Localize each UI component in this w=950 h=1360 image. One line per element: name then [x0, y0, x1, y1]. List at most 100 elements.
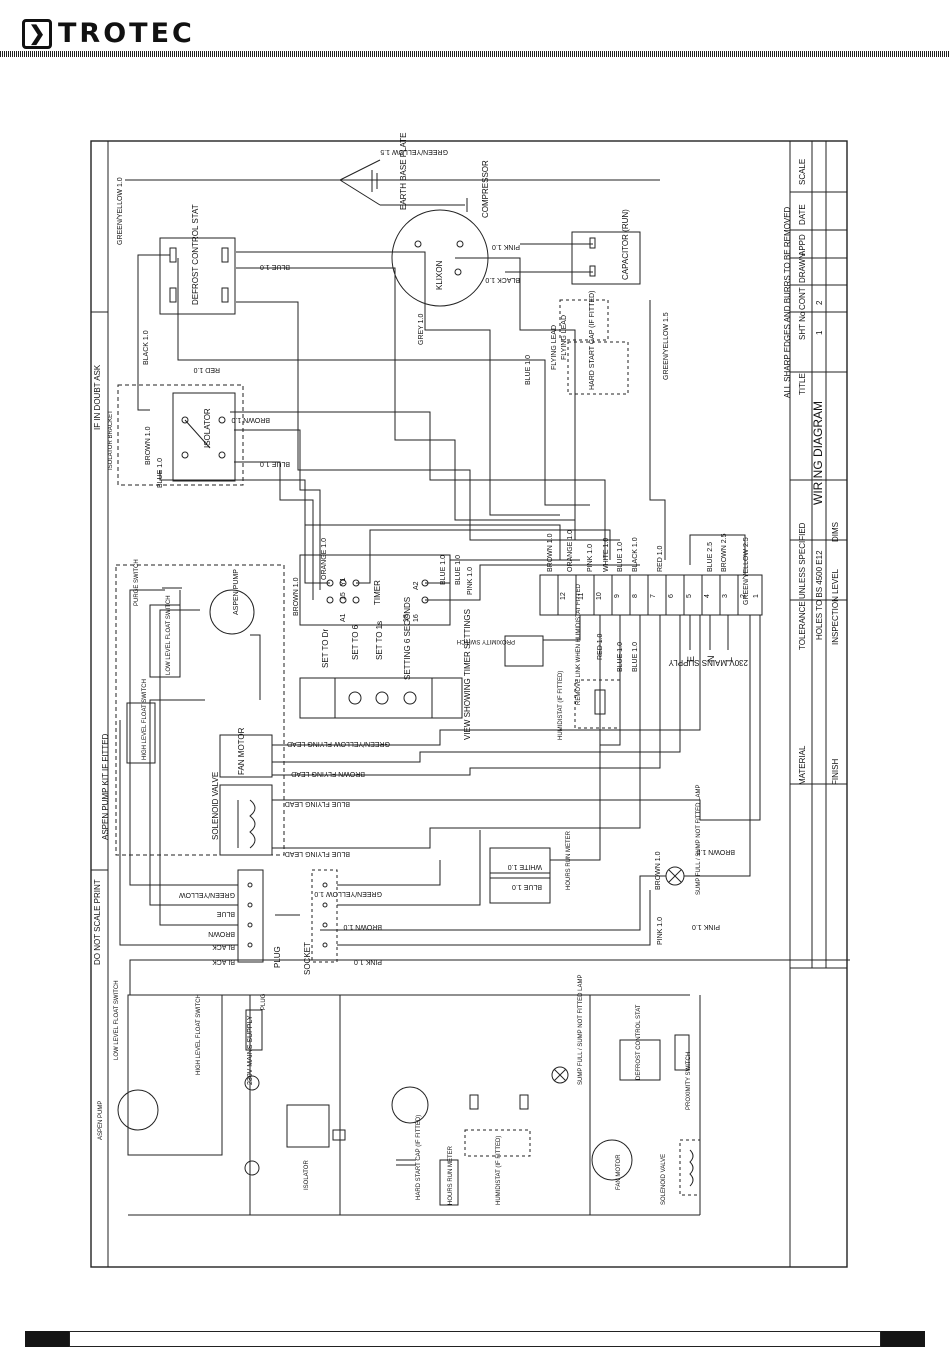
- wire-label-red-3: RED 1.0: [597, 633, 604, 660]
- wire-white-meter: WHITE 1.0: [508, 863, 542, 870]
- wire-label-brown-2: BROWN 1.0: [231, 416, 270, 423]
- wire-pink-socket: PINK 1.0: [354, 958, 382, 965]
- earth-label: EARTH BASE PLATE: [399, 132, 408, 210]
- drawn-label: DRAWN: [798, 253, 807, 283]
- wire-blue-flying: BLUE FLYING LEAD: [285, 800, 350, 807]
- isolator-lower: ISOLATOR: [304, 1160, 310, 1190]
- wire-label-gy15-2: GREEN/YELLOW 1.5: [663, 312, 670, 380]
- socket-box: [311, 869, 338, 963]
- terminal-6: 6: [668, 594, 675, 598]
- isolator-label: ISOLATOR: [203, 408, 212, 448]
- wire-black-plug: BLACK: [212, 943, 235, 950]
- page-footer: [25, 1331, 925, 1347]
- plug-label: PLUG: [273, 946, 282, 968]
- solenoid-box: [219, 784, 273, 856]
- wire-label-black-3: BLACK 1.0: [632, 537, 639, 572]
- header-divider: [0, 51, 950, 57]
- compressor-label: COMPRESSOR: [481, 160, 490, 218]
- terminal-1: 1: [753, 594, 760, 598]
- wire-label-brown-3: BROWN 1.0: [293, 577, 300, 616]
- socket-label: SOCKET: [303, 942, 312, 975]
- wire-label-blue-4: BLUE 1.0: [260, 460, 290, 467]
- wire-label-pink-2: PINK 1.0: [467, 567, 474, 595]
- hard-start-lower: HARD START CAP (IF FITTED): [416, 1115, 422, 1200]
- wire-label-brown-4: BROWN 1.0: [547, 533, 554, 572]
- diagram-title: WIRING DIAGRAM: [811, 401, 825, 505]
- terminal-2: 2: [740, 594, 747, 598]
- flying-lead-2: FLYING LEAD: [561, 315, 568, 360]
- sharp-edges-note: ALL SHARP EDGES AND BURRS TO BE REMOVED: [783, 206, 792, 398]
- wire-label-blue: BLUE 1.0: [157, 458, 164, 488]
- terminal-5: 5: [686, 594, 693, 598]
- mains-e: E: [686, 656, 696, 662]
- mains-n: N: [706, 656, 716, 663]
- footer-bar: [69, 1331, 881, 1347]
- wire-label-blue-5: BLUE 1.0: [440, 555, 447, 585]
- hard-start-label: HARD START CAP (IF FITTED): [589, 291, 596, 390]
- wire-brown-lamp-2: BROWN 1.0: [655, 851, 662, 890]
- wire-label-brown: BROWN 1.0: [145, 426, 152, 465]
- title-block: [789, 141, 847, 1267]
- purge-switch-label: PURGE SWITCH: [134, 559, 140, 606]
- aspen-pump-label: ASPEN PUMP: [233, 569, 240, 615]
- wire-brown-socket: BROWN 1.0: [343, 923, 382, 930]
- aspen-lower: ASPEN PUMP: [98, 1101, 104, 1140]
- wire-gy-plug: GREEN/YELLOW: [179, 891, 235, 898]
- date-label: DATE: [798, 204, 807, 225]
- set-1s-label: SET TO 1s: [375, 621, 384, 660]
- defrost-stat-label: DEFROST CONTROL STAT: [191, 204, 200, 305]
- terminal-12: 12: [560, 592, 567, 600]
- wire-brown-plug: BROWN: [208, 930, 235, 937]
- set-dr-label: SET TO Dr: [321, 629, 330, 668]
- material-label: MATERIAL: [798, 745, 807, 785]
- timer-y1: Y1: [340, 577, 347, 586]
- footer-left-block: [25, 1331, 69, 1347]
- capacitor-box: [571, 231, 641, 285]
- timer-16: 16: [413, 614, 420, 622]
- aspen-kit-box: [115, 564, 285, 856]
- sht-no-label: SHT No: [798, 311, 807, 340]
- wire-label-black: BLACK 1.0: [143, 330, 150, 365]
- wire-gy-flying: GREEN/YELLOW FLYING LEAD: [287, 740, 390, 747]
- wire-label-white: WHITE 1.0: [603, 538, 610, 572]
- wire-pink-lamp-2: PINK 1.0: [657, 917, 664, 945]
- wire-label-blue-2: BLUE 1.0: [525, 355, 532, 385]
- sump-lamp-label: SUMP FULL / SUMP NOT FITTED LAMP: [696, 785, 702, 895]
- wire-brown-flying: BROWN FLYING LEAD: [291, 770, 365, 777]
- terminal-numbers: 12 11 10 9 8 7 6 5 4 3 2 1 E N L A1 15 Y…: [340, 577, 760, 662]
- diagram-labels: GREEN/YELLOW 1.5 GREEN/YELLOW 1.0 BLACK …: [93, 132, 750, 1205]
- footer-right-block: [881, 1331, 925, 1347]
- capacitor-label: CAPACITOR (RUN): [621, 209, 630, 280]
- terminal-block: [539, 574, 763, 616]
- low-float-lower: LOW LEVEL FLOAT SWITCH: [114, 980, 120, 1060]
- defrost-lower: DEFROST CONTROL STAT: [636, 1004, 642, 1080]
- high-float-label: HIGH LEVEL FLOAT SWITCH: [142, 679, 148, 760]
- wire-label-orange: ORANGE 1.0: [321, 538, 328, 580]
- wire-label-gy25: GREEN/YELLOW 2.5: [743, 537, 750, 605]
- timer-label: TIMER: [373, 580, 382, 605]
- defrost-stat-box: [159, 237, 236, 315]
- fan-motor-box: [219, 734, 273, 778]
- aspen-pump-circle: [209, 589, 255, 635]
- note-if-in-doubt: IF IN DOUBT ASK: [93, 364, 102, 430]
- terminal-8: 8: [632, 594, 639, 598]
- terminal-3: 3: [722, 594, 729, 598]
- finish-label: FINISH: [831, 759, 840, 785]
- wire-label-red: RED 1.0: [193, 366, 220, 373]
- trotec-logo: ❯ TROTEC: [22, 18, 195, 49]
- wire-label-blue-6: BLUE 1.0: [455, 555, 462, 585]
- wire-blue-plug: BLUE: [216, 910, 235, 917]
- timer-a2: A2: [413, 581, 420, 590]
- isolator-lower-box: [286, 1104, 330, 1148]
- klixon-label: KLIXON: [435, 260, 444, 290]
- terminal-11: 11: [578, 593, 585, 600]
- note-isolator-bracket: ISOLATOR BRACKET: [108, 410, 114, 470]
- mains-lower-label: 230V MAINS SUPPLY: [247, 1015, 254, 1085]
- timer-view-label: VIEW SHOWING TIMER SETTINGS: [463, 609, 472, 740]
- lower-aspen-box: [127, 994, 223, 1156]
- wire-label-pink: PINK 1.0: [492, 243, 520, 250]
- hours-meter-label: HOURS RUN METER: [566, 830, 572, 890]
- proximity-label: PROXIMITY SWITCH: [457, 638, 515, 644]
- title-label: TITLE: [798, 373, 807, 395]
- brand-name: TROTEC: [58, 18, 195, 49]
